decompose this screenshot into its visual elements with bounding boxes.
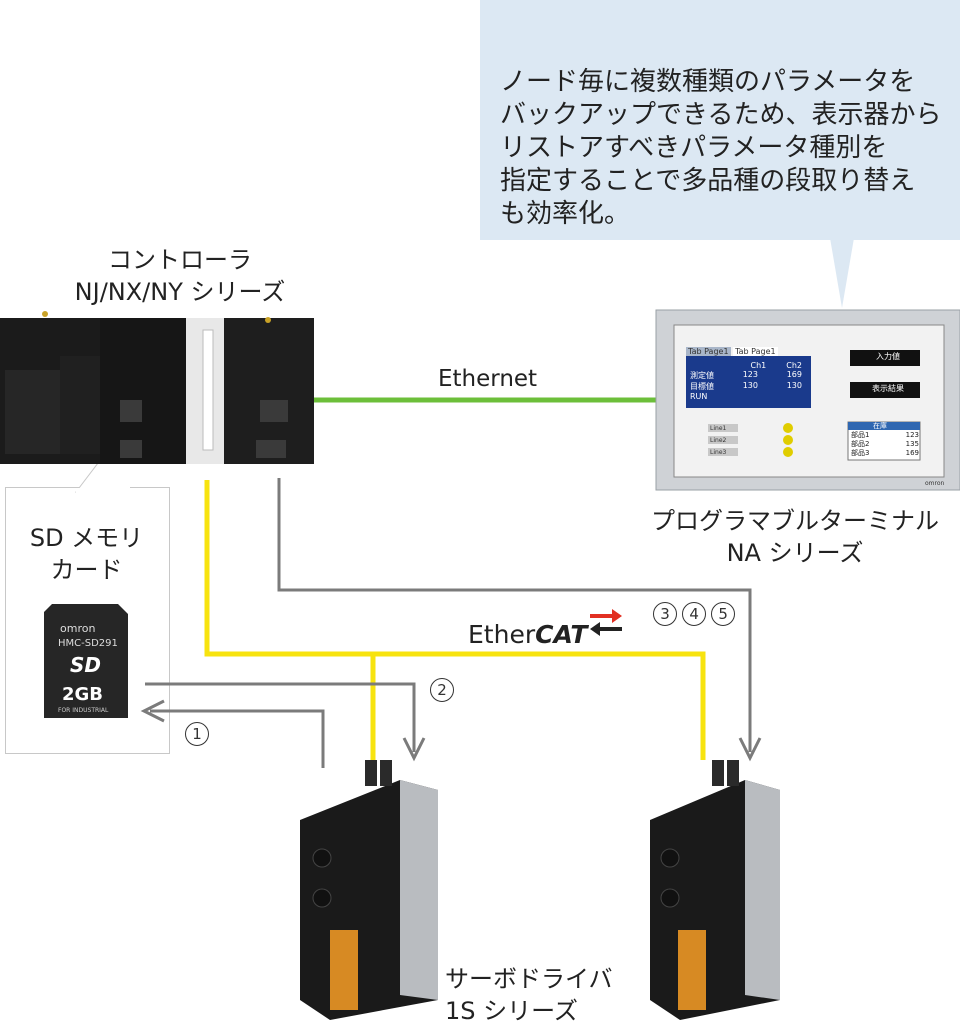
- controller-label-line2: NJ/NX/NY シリーズ: [74, 278, 286, 306]
- hmi-right-table-header: 在庫: [873, 422, 887, 430]
- hmi-cell: 123: [742, 370, 758, 379]
- hmi-tab: Tab Page1: [686, 347, 731, 356]
- hmi-line-button: Line1: [710, 425, 727, 432]
- step-2-wrap: 2: [430, 678, 454, 702]
- hmi-cell: 130: [742, 381, 758, 390]
- servo-drive-left: [300, 760, 438, 1020]
- hmi-row-label: 目標値: [690, 382, 714, 391]
- step-5-badge: 5: [711, 602, 736, 626]
- hmi-tabs: Tab Page1 Tab Page1: [686, 347, 778, 356]
- backup-arrow-line: [150, 709, 325, 768]
- hmi-row-label: RUN: [690, 392, 708, 401]
- callout-line: も効率化。: [500, 199, 631, 229]
- hmi-input-label: 入力値: [876, 352, 900, 361]
- callout-line: バックアップできるため、表示器から: [500, 100, 942, 130]
- hmi-col-header: Ch1: [750, 361, 767, 370]
- callout-line: ノード毎に複数種類のパラメータを: [500, 67, 916, 97]
- ethercat-arrows-icon: [590, 609, 622, 636]
- ethernet-label: Ethernet: [438, 366, 538, 392]
- ethercat-logo: EtherCAT: [468, 620, 587, 649]
- servo-drive-right: [650, 760, 780, 1020]
- hmi-main-table: Ch1 Ch2 測定値 123 169 目標値 130 130 RUN: [690, 361, 808, 401]
- servo-label-line2: 1S シリーズ: [445, 997, 578, 1025]
- restore-arrow-head: [738, 737, 762, 762]
- sd-pointer: [74, 420, 131, 493]
- hmi-row-label: 測定値: [690, 371, 714, 380]
- callout-tail: [830, 238, 854, 308]
- controller-label: コントローラ NJ/NX/NY シリーズ: [40, 244, 320, 308]
- callout-box: [480, 0, 960, 240]
- sd-card-label-line2: カード: [50, 556, 123, 584]
- ethercat-cable: [204, 480, 706, 760]
- step-3-badge: 3: [653, 602, 677, 626]
- terminal-label-line2: NA シリーズ: [726, 539, 864, 567]
- hmi-right-row-value: 135: [905, 440, 919, 448]
- hmi-right-row-value: 169: [905, 449, 919, 457]
- callout-line: 指定することで多品種の段取り替え: [500, 166, 916, 196]
- callout-text: ノード毎に複数種類のパラメータを バックアップできるため、表示器から リストアす…: [500, 66, 950, 231]
- hmi-right-row-label: 部品2: [851, 440, 870, 448]
- step-4-badge: 4: [682, 602, 707, 626]
- sd-card-label: SD メモリ カード: [5, 522, 168, 586]
- hmi-right-row-label: 部品3: [851, 449, 870, 457]
- hmi-line-button: Line3: [710, 449, 727, 456]
- controller-device: [0, 311, 314, 464]
- step-1-wrap: 1: [185, 722, 209, 746]
- step-345-badges: 3 4 5: [653, 602, 736, 626]
- terminal-label: プログラマブルターミナル NA シリーズ: [630, 505, 960, 569]
- callout-line: リストアすべきパラメータ種別を: [500, 133, 888, 163]
- hmi-right-row-label: 部品1: [851, 431, 870, 439]
- hmi-brand: omron: [925, 480, 945, 487]
- hmi-cell: 169: [786, 370, 802, 379]
- load-arrow-head: [402, 737, 426, 762]
- hmi-col-header: Ch2: [786, 361, 802, 370]
- hmi-display-label: 表示結果: [872, 384, 904, 393]
- ethercat-logo-suffix: CAT: [535, 620, 588, 649]
- hmi-line-button: Line2: [710, 437, 727, 444]
- step-2-badge: 2: [430, 678, 454, 702]
- hmi-right-row-value: 123: [905, 431, 919, 439]
- hmi-tab: Tab Page1: [733, 347, 778, 356]
- terminal-label-line1: プログラマブルターミナル: [651, 507, 939, 535]
- hmi-line-buttons: Line1 Line2 Line3: [710, 423, 726, 459]
- servo-label-line1: サーボドライバ: [445, 965, 613, 993]
- sd-card-label-line1: SD メモリ: [29, 524, 144, 552]
- hmi-right-table: 部品1 123 部品2 135 部品3 169: [851, 431, 919, 458]
- controller-label-line1: コントローラ: [108, 246, 252, 274]
- ethercat-logo-prefix: Ether: [468, 620, 536, 649]
- hmi-cell: 130: [786, 381, 802, 390]
- servo-label: サーボドライバ 1S シリーズ: [445, 963, 613, 1027]
- step-1-badge: 1: [185, 722, 209, 746]
